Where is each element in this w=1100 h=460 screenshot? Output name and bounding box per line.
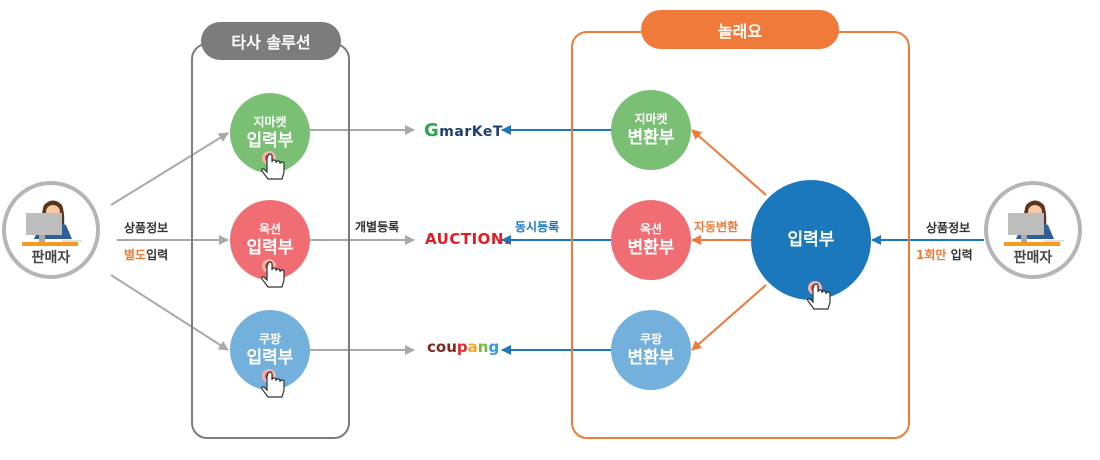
left-caption-highlight: 별도 bbox=[124, 248, 147, 262]
right-caption-line1: 상품정보 bbox=[926, 221, 971, 235]
arrow-input-to-coupang-converter bbox=[691, 284, 767, 351]
auto-convert-label: 자동변환 bbox=[694, 220, 739, 234]
gmarket-input-bottom-label: 입력부 bbox=[246, 130, 294, 151]
main-input-label: 입력부 bbox=[787, 230, 835, 250]
hand-pointer-icon bbox=[261, 369, 285, 398]
left-caption-line2: 별도입력 bbox=[124, 246, 168, 263]
gmarket-logo-g: G bbox=[424, 120, 440, 141]
coupang-logo-letter: p bbox=[456, 338, 468, 356]
coupang-logo: coupang bbox=[427, 338, 499, 356]
coupang-input-bottom-label: 입력부 bbox=[246, 347, 294, 368]
gmarket-converter-top-label: 지마켓 bbox=[634, 111, 668, 126]
coupang-logo-letter: g bbox=[488, 338, 500, 356]
right-caption-rest: 입력 bbox=[946, 248, 973, 262]
auction-converter-node[interactable]: 옥션 변환부 bbox=[611, 200, 691, 280]
hand-pointer-icon bbox=[261, 151, 285, 180]
simultaneous-registration-label: 동시등록 bbox=[515, 220, 560, 234]
main-input-node[interactable]: 입력부 bbox=[751, 180, 871, 300]
auction-input-bottom-label: 입력부 bbox=[246, 237, 294, 258]
hand-pointer-icon bbox=[261, 259, 285, 288]
left-seller-label: 판매자 bbox=[31, 250, 71, 266]
gmarket-logo: GmarKeT bbox=[424, 120, 503, 141]
auction-input-top-label: 옥션 bbox=[258, 221, 282, 236]
gmarket-input-top-label: 지마켓 bbox=[253, 114, 287, 129]
coupang-converter-node[interactable]: 쿠팡 변환부 bbox=[611, 310, 691, 390]
coupang-input-top-label: 쿠팡 bbox=[258, 331, 282, 346]
our-solution-title: 놀래요 bbox=[641, 10, 839, 49]
coupang-logo-letter: u bbox=[446, 338, 457, 356]
left-seller-node: 판매자 bbox=[2, 181, 100, 279]
left-caption-rest: 입력 bbox=[146, 248, 169, 262]
other-solution-title: 타사 솔루션 bbox=[201, 22, 341, 60]
right-caption-highlight: 1회만 bbox=[916, 248, 947, 262]
gmarket-input-node[interactable]: 지마켓 입력부 bbox=[230, 93, 310, 173]
coupang-logo-letter: a bbox=[467, 338, 478, 356]
seller-at-computer-icon bbox=[22, 200, 82, 246]
coupang-logo-letter: c bbox=[427, 338, 436, 356]
right-seller-node: 판매자 bbox=[984, 181, 1082, 279]
seller-at-computer-icon bbox=[1004, 200, 1064, 246]
left-caption-line1: 상품정보 bbox=[124, 221, 169, 235]
gmarket-converter-bottom-label: 변환부 bbox=[627, 127, 675, 148]
coupang-converter-top-label: 쿠팡 bbox=[639, 331, 663, 346]
auction-logo: AUCTION. bbox=[425, 230, 511, 248]
auction-converter-bottom-label: 변환부 bbox=[627, 237, 675, 258]
individual-registration-label: 개별등록 bbox=[355, 220, 400, 234]
coupang-logo-letter: n bbox=[477, 338, 489, 356]
coupang-input-node[interactable]: 쿠팡 입력부 bbox=[230, 310, 310, 390]
right-seller-label: 판매자 bbox=[1013, 250, 1053, 266]
gmarket-converter-node[interactable]: 지마켓 변환부 bbox=[611, 90, 691, 170]
gmarket-logo-text: marKeT bbox=[439, 124, 503, 140]
arrow-seller-to-coupang-input bbox=[110, 274, 229, 351]
coupang-logo-letter: o bbox=[435, 338, 447, 356]
hand-pointer-icon bbox=[807, 281, 831, 310]
arrow-seller-to-gmarket-input bbox=[110, 132, 229, 206]
arrow-input-to-gmarket-converter bbox=[691, 129, 767, 196]
coupang-converter-bottom-label: 변환부 bbox=[627, 347, 675, 368]
right-caption-line2: 1회만 입력 bbox=[916, 246, 973, 263]
auction-converter-top-label: 옥션 bbox=[639, 221, 663, 236]
